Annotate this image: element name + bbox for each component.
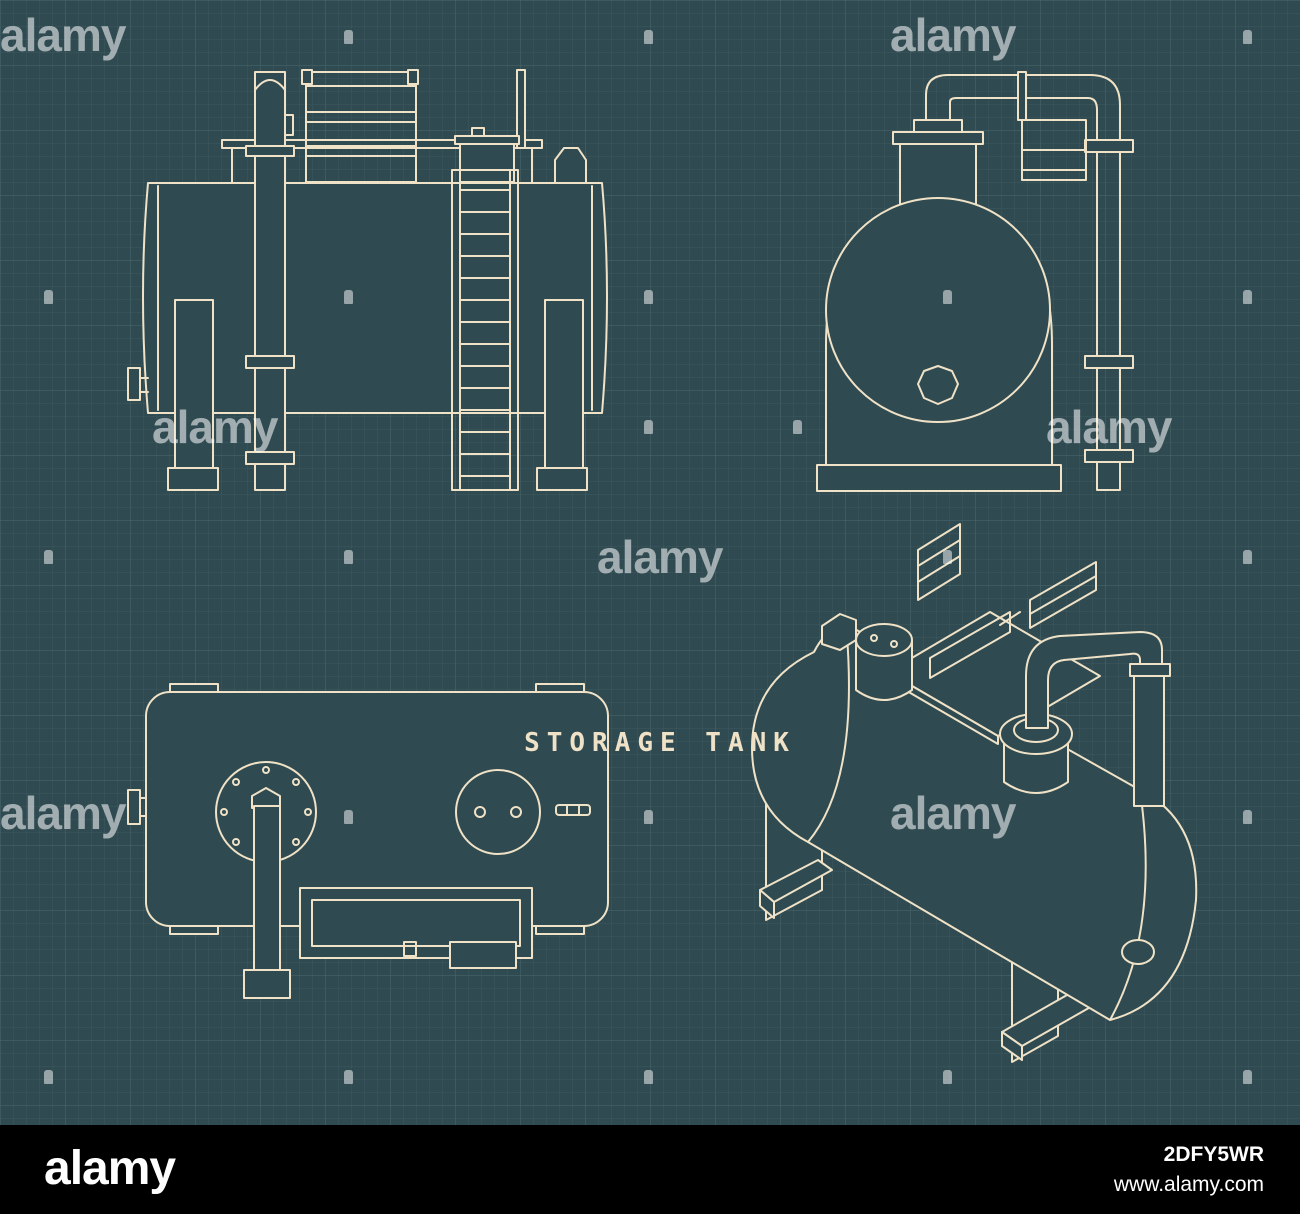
side-nozzle [127,367,141,401]
footer-logo[interactable]: alamy [44,1142,176,1195]
watermark-mark [44,290,53,304]
watermark: alamy [597,531,723,583]
top-side-nozzle [127,789,141,825]
manway-side [459,139,515,183]
top-plan-view [127,683,609,999]
footer-bar: alamy 2DFY5WR www.alamy.com [0,1125,1300,1214]
watermark-mark [644,30,653,44]
end-drain-nozzle [917,365,959,405]
technical-drawing [0,0,1300,1125]
watermark-mark [644,290,653,304]
top-platform [221,139,543,149]
end-tank-shell [825,197,1051,423]
isometric-view [751,523,1198,1063]
watermark-mark [644,1070,653,1084]
watermark: alamy [1046,401,1172,453]
railing-side [301,69,526,183]
watermark-mark [44,1070,53,1084]
watermark: alamy [0,9,126,61]
watermark-mark [344,30,353,44]
pipe-top-plan [253,805,281,977]
iso-manway-left [855,639,913,701]
footer-site-link[interactable]: www.alamy.com [1113,1173,1264,1196]
iso-pipe-down [1133,675,1165,807]
watermark-mark [793,420,802,434]
watermark-mark [943,290,952,304]
watermark-mark [1243,30,1252,44]
vertical-pipe-side [245,71,295,491]
ladder-side [451,169,519,491]
end-base-plate [816,464,1062,492]
watermark: alamy [890,9,1016,61]
watermark-mark [943,550,952,564]
blueprint-canvas: alamy alamy alamy alamy alamy alamy alam… [0,0,1300,1125]
watermark-mark [644,420,653,434]
vent-side [554,147,587,184]
iso-railing [917,523,1097,679]
side-elevation-view [127,69,608,491]
saddle-right [544,299,584,469]
drawing-title: STORAGE TANK [524,728,796,758]
watermark-mark [44,550,53,564]
end-elevation-view [816,71,1134,492]
manway-top [455,769,541,855]
watermark-mark [1243,550,1252,564]
watermark: alamy [152,401,278,453]
watermark-mark [1243,810,1252,824]
saddle-left [174,299,214,469]
watermark-mark [1243,290,1252,304]
image-id: 2DFY5WR [1163,1143,1264,1166]
watermark-mark [344,550,353,564]
watermark-mark [943,1070,952,1084]
watermark-mark [344,290,353,304]
watermark: alamy [0,787,126,839]
footer-meta: 2DFY5WR www.alamy.com [1114,1143,1264,1197]
watermark: alamy [890,787,1016,839]
watermark-mark [1243,1070,1252,1084]
watermark-mark [344,1070,353,1084]
watermark-mark [644,810,653,824]
iso-side-nozzle [1121,939,1155,965]
watermark-mark [344,810,353,824]
